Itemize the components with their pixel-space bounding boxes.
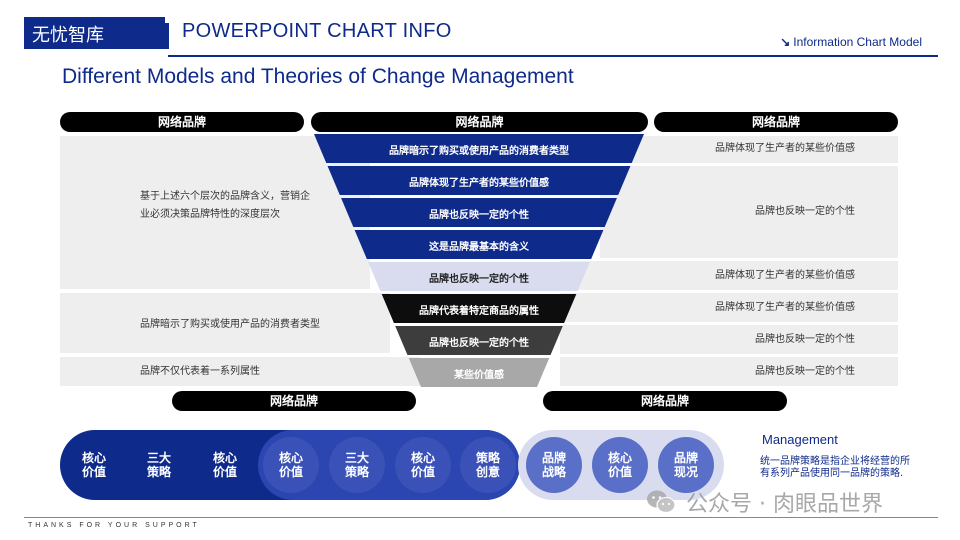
left-block-2 (60, 293, 390, 353)
capability-circle-label: 三大策略 (146, 451, 171, 479)
funnel-segment-label: 品牌暗示了购买或使用产品的消费者类型 (389, 145, 569, 157)
capability-circle-label: 品牌现况 (673, 451, 698, 479)
pill-bottom-left: 网络品牌 (172, 391, 416, 411)
capability-circle-label: 三大策略 (344, 451, 369, 479)
left-block-1 (60, 136, 370, 289)
right-row-3 (560, 261, 898, 290)
brand-name: 无忧智库 (32, 25, 104, 46)
capability-circle: 策略创意 (460, 437, 516, 493)
capability-circle-label: 核心价值 (212, 451, 237, 479)
right-row-4 (560, 293, 898, 322)
funnel-segment (354, 230, 604, 259)
funnel-segment-label: 品牌代表着特定商品的属性 (419, 305, 539, 317)
page-title: Different Models and Theories of Change … (62, 65, 574, 88)
header-title: POWERPOINT CHART INFO (182, 20, 452, 42)
capability-circle-label: 核心价值 (607, 451, 632, 479)
right-note-3: 品牌体现了生产者的某些价值感 (715, 270, 855, 281)
funnel-segment-label: 某些价值感 (454, 369, 504, 381)
right-note-2: 品牌也反映一定的个性 (755, 206, 855, 217)
right-row-2 (600, 166, 898, 258)
funnel-segment-label: 品牌也反映一定的个性 (429, 273, 529, 285)
left-note-2: 品牌暗示了购买或使用产品的消费者类型 (140, 319, 320, 330)
arrow-down-right-icon: ↘ (780, 35, 791, 49)
capability-circle: 核心价值 (66, 437, 122, 493)
capability-circle-label: 核心价值 (410, 451, 435, 479)
funnel-segment (314, 134, 644, 163)
management-desc: 统一品牌策略是指企业将经营的所有系列产品使用同一品牌的策略. (760, 456, 910, 479)
capability-circle: 核心价值 (197, 437, 253, 493)
footer-divider (24, 517, 938, 518)
capability-circle-label: 品牌战略 (541, 451, 566, 479)
pill-top-center: 网络品牌 (311, 112, 648, 132)
capability-circle: 核心价值 (592, 437, 648, 493)
watermark: 公众号 · 肉眼品世界 (646, 486, 883, 518)
brand-logo-box: 无忧智库 (24, 17, 169, 49)
left-note-3: 品牌不仅代表着一系列属性 (140, 366, 260, 377)
funnel-segment (381, 294, 577, 323)
left-block-3 (60, 357, 420, 386)
funnel-segment-label: 品牌体现了生产者的某些价值感 (409, 177, 549, 189)
right-note-6: 品牌也反映一定的个性 (755, 366, 855, 377)
capability-circle: 三大策略 (131, 437, 187, 493)
watermark-text: 公众号 · 肉眼品世界 (686, 492, 883, 517)
wechat-icon (647, 490, 676, 514)
capability-circle: 三大策略 (329, 437, 385, 493)
funnel-segment (395, 326, 563, 355)
funnel-segment-label: 这是品牌最基本的含义 (429, 241, 529, 253)
funnel-segment-label: 品牌也反映一定的个性 (429, 209, 529, 221)
right-note-5: 品牌也反映一定的个性 (755, 334, 855, 345)
right-row-6 (560, 357, 898, 386)
management-title: Management (762, 432, 838, 447)
funnel-segment (368, 262, 590, 291)
capability-circle-label: 核心价值 (81, 451, 106, 479)
right-note-4: 品牌体现了生产者的某些价值感 (715, 302, 855, 313)
funnel-segment-label: 品牌也反映一定的个性 (429, 337, 529, 349)
pill-top-left: 网络品牌 (60, 112, 304, 132)
funnel-segment (341, 198, 617, 227)
capability-circle-label: 策略创意 (475, 451, 500, 479)
pill-bottom-right: 网络品牌 (543, 391, 787, 411)
capability-circle: 核心价值 (395, 437, 451, 493)
right-row-1 (600, 136, 898, 163)
header-divider (168, 55, 938, 57)
header-model-text: Information Chart Model (793, 35, 922, 49)
capability-circle-label: 核心价值 (278, 451, 303, 479)
right-row-5 (560, 325, 898, 354)
capability-circle: 品牌现况 (658, 437, 714, 493)
header-model-label: ↘Information Chart Model (780, 35, 922, 49)
funnel-segment (327, 166, 631, 195)
footer-text: THANKS FOR YOUR SUPPORT (28, 522, 200, 529)
capability-circle: 核心价值 (263, 437, 319, 493)
right-note-1: 品牌体现了生产者的某些价值感 (715, 143, 855, 154)
left-note-1: 基于上述六个层次的品牌含义，营销企业必须决策品牌特性的深度层次 (140, 191, 310, 220)
funnel-segment (408, 358, 550, 387)
pill-top-right: 网络品牌 (654, 112, 898, 132)
capability-circle: 品牌战略 (526, 437, 582, 493)
